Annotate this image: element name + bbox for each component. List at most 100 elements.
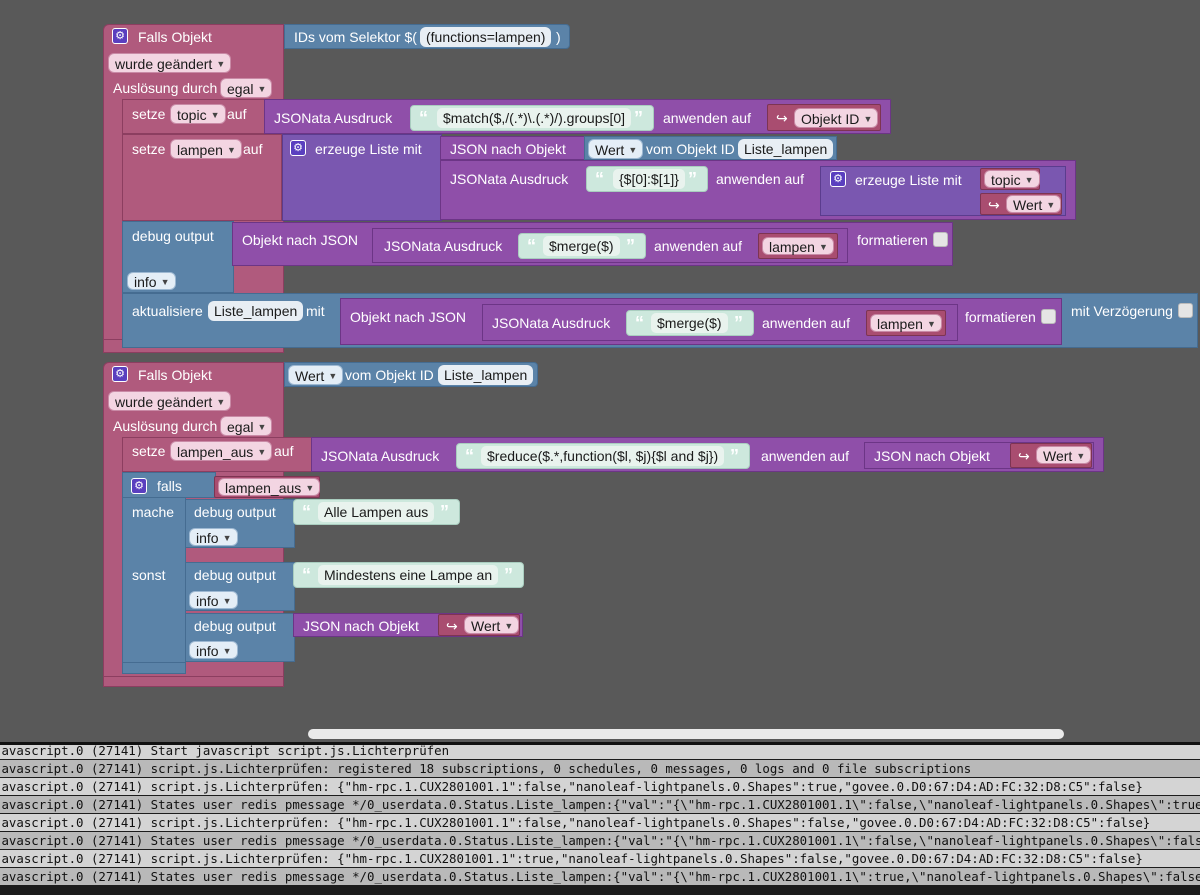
gear-icon[interactable]: ⚙ [112,366,128,382]
quote-close-icon: ” [626,236,635,256]
mit-label: mit [306,303,325,319]
value-dropdown[interactable]: Wert▼ [588,139,644,159]
string-block[interactable]: “ {$[0]:$[1]} ” [586,166,708,192]
ack-label: Auslösung durch [113,80,218,96]
var-topic-dropdown[interactable]: topic▼ [170,104,226,124]
quote-close-icon: ” [730,446,739,466]
var-lampen-dropdown[interactable]: lampen▼ [170,139,242,159]
selector-close: ) [556,29,561,45]
value-dropdown[interactable]: Wert▼ [288,365,344,385]
quote-close-icon: ” [634,108,643,128]
format-checkbox[interactable] [933,232,948,247]
obj-to-json-label: Objekt nach JSON [350,309,466,325]
string-block[interactable]: “ Alle Lampen aus ” [293,499,460,525]
json-to-obj-label: JSON nach Objekt [874,448,990,464]
format-checkbox[interactable] [1041,309,1056,324]
chevron-down-icon: ▼ [222,646,232,656]
var-lampen-aus-dropdown[interactable]: lampen_aus▼ [170,441,273,461]
create-list-label: erzeuge Liste mit [855,172,962,188]
chevron-down-icon: ▼ [216,397,226,407]
obj-id-input[interactable]: Liste_lampen [438,365,534,385]
wert-dropdown[interactable]: Wert▼ [464,616,520,634]
obj-to-json-label: Objekt nach JSON [242,232,358,248]
string-block[interactable]: “ $match($,/(.*)\.(.*)/).groups[0] ” [410,105,654,131]
chevron-down-icon: ▼ [227,145,236,155]
chevron-down-icon: ▼ [504,621,514,631]
horizontal-scrollbar[interactable] [308,729,1064,739]
apply-label: anwenden auf [716,171,804,187]
apply-label: anwenden auf [663,110,751,126]
target-value: Objekt ID [801,111,860,127]
topic-dropdown[interactable]: topic▼ [984,170,1040,188]
create-list-block[interactable] [282,134,442,221]
level-dropdown[interactable]: info▼ [189,528,238,546]
set-lampen-block[interactable] [122,134,282,221]
update-obj-input[interactable]: Liste_lampen [208,301,304,321]
gear-icon[interactable]: ⚙ [830,171,846,187]
level-value: info [196,530,219,546]
change-mode-dropdown[interactable]: wurde geändert▼ [108,391,232,411]
expr-input[interactable]: {$[0]:$[1]} [613,169,685,189]
gear-icon[interactable]: ⚙ [112,28,128,44]
string-block[interactable]: “ Mindestens eine Lampe an ” [293,562,524,588]
quote-close-icon: ” [688,169,697,189]
var-value: lampen [877,316,923,332]
if-block[interactable] [122,472,186,674]
ack-dropdown[interactable]: egal▼ [220,78,273,98]
jsonata-label: JSONata Ausdruck [450,171,569,187]
return-icon: ↪ [776,110,788,126]
gear-icon[interactable]: ⚙ [290,140,306,156]
value: Wert [471,618,501,634]
chevron-down-icon: ▼ [216,59,226,69]
level-dropdown[interactable]: info▼ [127,272,176,290]
expr-input[interactable]: $merge($) [651,313,728,333]
chevron-down-icon: ▼ [628,145,638,155]
change-mode-value: wurde geändert [115,56,213,72]
value-value: Wert [595,142,625,158]
update-label: aktualisiere [132,303,203,319]
jsonata-label: JSONata Ausdruck [492,315,611,331]
text-input[interactable]: Mindestens eine Lampe an [318,565,499,585]
expr-input[interactable]: $match($,/(.*)\.(.*)/).groups[0] [437,108,632,128]
jsonata-label: JSONata Ausdruck [321,448,440,464]
obj-id-input[interactable]: Liste_lampen [738,139,834,159]
var-value: lampen_aus [177,444,254,460]
quote-close-icon: ” [440,502,449,522]
apply-label: anwenden auf [761,448,849,464]
string-block[interactable]: “ $merge($) ” [518,233,646,259]
return-icon: ↪ [1018,448,1030,464]
var-value: topic [177,107,207,123]
item-value: Wert [1013,197,1043,213]
change-mode-dropdown[interactable]: wurde geändert▼ [108,53,232,73]
selector-input[interactable]: (functions=lampen) [420,27,552,47]
level-dropdown[interactable]: info▼ [189,641,238,659]
string-block[interactable]: “ $merge($) ” [626,310,754,336]
string-block[interactable]: “ $reduce($.*,function($l, $j){$l and $j… [456,443,750,469]
expr-input[interactable]: $merge($) [543,236,620,256]
cond-dropdown[interactable]: lampen_aus▼ [218,478,321,496]
ack-dropdown[interactable]: egal▼ [220,416,273,436]
else-label: sonst [132,567,166,583]
lampen-dropdown[interactable]: lampen ▼ [762,237,834,255]
wert-dropdown[interactable]: Wert▼ [1006,195,1062,213]
expr-input[interactable]: $reduce($.*,function($l, $j){$l and $j}) [481,446,725,466]
format-label: formatieren [857,232,928,248]
var-value: lampen [769,239,815,255]
level-dropdown[interactable]: info▼ [189,591,238,609]
return-icon: ↪ [446,618,458,634]
text-input[interactable]: Alle Lampen aus [318,502,435,522]
create-list-label: erzeuge Liste mit [315,141,422,157]
ack-value: egal [227,81,254,97]
chevron-down-icon: ▼ [1024,175,1034,185]
quote-open-icon: “ [419,108,428,128]
wert-dropdown[interactable]: Wert▼ [1036,446,1092,464]
quote-open-icon: “ [595,169,604,189]
chevron-down-icon: ▼ [819,242,828,252]
lampen-dropdown[interactable]: lampen▼ [870,314,942,332]
target-dropdown[interactable]: Objekt ID▼ [794,108,879,128]
if-bottom [122,662,186,674]
quote-open-icon: “ [302,502,311,522]
delay-checkbox[interactable] [1178,303,1193,318]
change-mode-value: wurde geändert [115,394,213,410]
gear-icon[interactable]: ⚙ [131,478,147,494]
